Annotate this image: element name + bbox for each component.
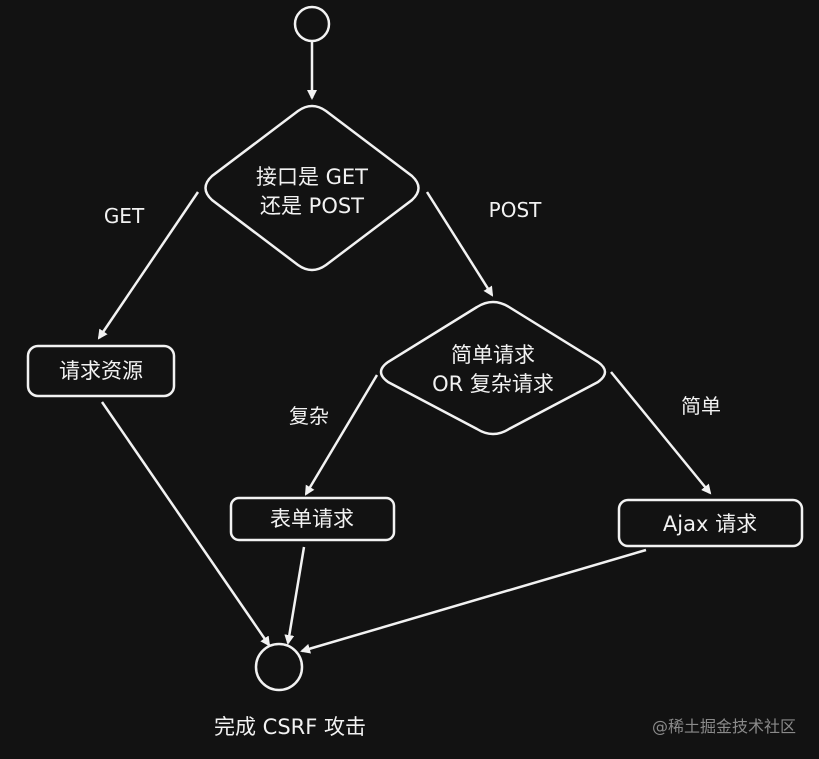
decision-type-diamond [379, 300, 607, 436]
edge-type-complex [304, 374, 379, 496]
start-node [293, 5, 331, 43]
request-resource-label: 请求资源 [59, 359, 143, 383]
edge-method-get [97, 191, 200, 340]
decision-type-line2: OR 复杂请求 [432, 372, 554, 396]
edge-type-simple [610, 371, 712, 495]
decision-method-line1: 接口是 GET [256, 165, 368, 189]
decision-type-line1: 简单请求 [451, 343, 535, 367]
edge-form-to-end [284, 546, 306, 645]
edge-label-complex: 复杂 [289, 404, 329, 428]
watermark-text: @稀土掘金技术社区 [652, 717, 796, 736]
edge-label-get: GET [104, 204, 145, 228]
end-label: 完成 CSRF 攻击 [214, 715, 366, 739]
edge-ajax-to-end [300, 548, 647, 654]
edge-label-post: POST [489, 198, 542, 222]
end-node [254, 642, 304, 692]
edge-resource-to-end [100, 401, 271, 647]
form-request-label: 表单请求 [270, 507, 354, 531]
decision-method-diamond [204, 104, 420, 272]
ajax-request-label: Ajax 请求 [663, 512, 757, 536]
edge-label-simple: 简单 [681, 394, 721, 418]
decision-method-line2: 还是 POST [260, 194, 364, 218]
request-resource-node [26, 344, 176, 398]
form-request-node [229, 496, 396, 542]
ajax-request-node [617, 498, 804, 548]
edge-method-post [425, 191, 494, 297]
